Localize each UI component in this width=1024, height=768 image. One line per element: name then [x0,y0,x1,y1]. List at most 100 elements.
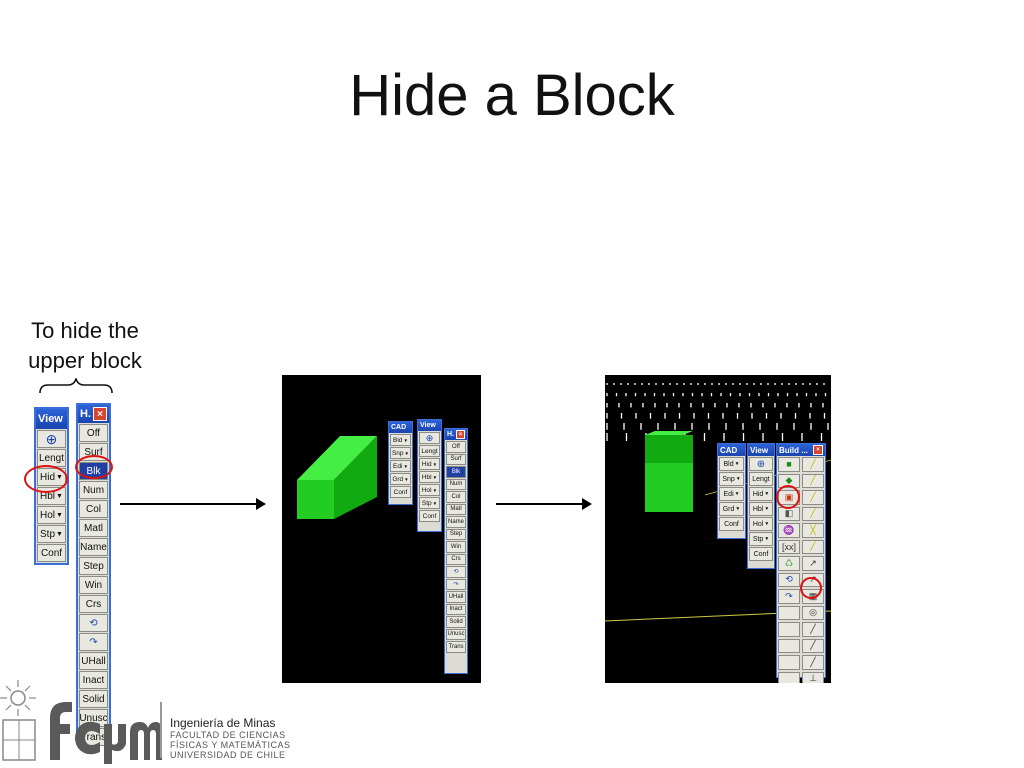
line-button[interactable]: ╱ [802,473,824,488]
toolbar-button-stp[interactable]: Stp▼ [419,497,440,509]
toolbar-button-lengt[interactable]: Lengt [749,472,773,486]
toolbar-button-bld[interactable]: Bld▼ [390,434,411,446]
toolbar-button-col[interactable]: Col [446,491,466,503]
toolbar-button-label: Col [451,493,461,500]
toolbar-button-lengt[interactable]: Lengt [419,445,440,457]
toolbar-button-edi[interactable]: Edi▼ [390,460,411,472]
zoom-target-button[interactable]: ⊕ [749,457,773,471]
toolbar-button-trans[interactable]: Trans [446,641,466,653]
redo-button[interactable]: ↷ [778,589,800,604]
toolbar-button-conf[interactable]: Conf [419,510,440,522]
line-button[interactable]: ╱ [802,622,824,637]
redo-button[interactable]: ↷ [79,633,108,651]
line-button[interactable]: ╱ [802,638,824,653]
toolbar-button-crs[interactable]: Crs [446,553,466,565]
toolbar-button-name[interactable]: Name [79,538,108,556]
zoom-target-button[interactable]: ⊕ [37,430,66,448]
axis-icon: ⊥ [809,673,817,683]
undo-button[interactable]: ⟲ [446,566,466,578]
toolbar-button-stp[interactable]: Stp▼ [37,525,66,543]
toolbar-button-num[interactable]: Num [79,481,108,499]
toolbar-button-step[interactable]: Step [446,528,466,540]
toolbar-button-edi[interactable]: Edi▼ [719,487,744,501]
toolbar-button-hid[interactable]: Hid▼ [749,487,773,501]
toolbar-button-hbl[interactable]: Hbl▼ [419,471,440,483]
line-button[interactable]: ╱ [802,539,824,554]
line-button[interactable]: ╳ [802,523,824,538]
toolbar-button-solid[interactable]: Solid [79,690,108,708]
build-toolbar-title-bar[interactable]: Build ... × [777,444,825,456]
toolbar-button-surf[interactable]: Surf [446,453,466,465]
toolbar-button-crs[interactable]: Crs [79,595,108,613]
redo-button[interactable]: ↷ [446,578,466,590]
toolbar-button-off[interactable]: Off [446,441,466,453]
close-icon[interactable]: × [456,430,465,439]
view-toolbar-title-bar[interactable]: View [418,420,441,431]
toolbar-button-win[interactable]: Win [79,576,108,594]
cad-toolbar-title-bar[interactable]: CAD [389,422,412,433]
chevron-down-icon: ▼ [735,476,741,482]
view-toolbar-title-bar[interactable]: View [36,409,67,429]
undo-button[interactable]: ⟲ [79,614,108,632]
line-button[interactable]: ╱ [802,506,824,521]
line-button[interactable]: ╱ [802,457,824,472]
toolbar-button-snp[interactable]: Snp▼ [719,472,744,486]
toolbar-button-uhall[interactable]: UHall [79,652,108,670]
toolbar-button-label: Solid [82,693,105,705]
toolbar-button-label: Win [450,543,462,550]
line-button[interactable]: ╱ [802,490,824,505]
toolbar-button-grd[interactable]: Grd▼ [719,502,744,516]
toolbar-button-name[interactable]: Name [446,516,466,528]
toolbar-button-conf[interactable]: Conf [719,517,744,531]
toolbar-button-snp[interactable]: Snp▼ [390,447,411,459]
chevron-down-icon: ▼ [764,521,770,527]
hide-toolbar-title-bar[interactable]: H. × [78,405,109,423]
toolbar-button-label: Matl [450,506,462,513]
highlight-circle-hid [24,465,68,493]
toolbar-button-solid[interactable]: Solid [446,616,466,628]
toolbar-button-matl[interactable]: Matl [79,519,108,537]
toolbar-button-inact[interactable]: Inact [79,671,108,689]
toolbar-button-win[interactable]: Win [446,541,466,553]
toolbar-button-blk[interactable]: Blk [446,466,466,478]
bracket-button[interactable]: [xx] [778,539,800,554]
toolbar-button-bld[interactable]: Bld▼ [719,457,744,471]
toolbar-button-label: Hid [752,490,764,498]
axis-button[interactable]: ⊥ [802,671,824,683]
toolbar-button-step[interactable]: Step [79,557,108,575]
target-button[interactable]: ◎ [802,605,824,620]
toolbar-button-hol[interactable]: Hol▼ [37,506,66,524]
undo-button[interactable]: ⟲ [778,572,800,587]
arc-button[interactable]: ↗ [802,556,824,571]
toolbar-button-conf[interactable]: Conf [390,486,411,498]
toolbar-button-unusc[interactable]: Unusc [446,628,466,640]
build-solid-button[interactable]: ■ [778,457,800,472]
toolbar-button-inact[interactable]: Inact [446,603,466,615]
crosshair-icon: ⊕ [425,432,434,443]
path-button[interactable]: ♒ [778,523,800,538]
toolbar-button-col[interactable]: Col [79,500,108,518]
toolbar-button-label: Surf [84,446,103,458]
close-icon[interactable]: × [813,445,823,455]
recycle-button[interactable]: ♺ [778,556,800,571]
toolbar-button-stp[interactable]: Stp▼ [749,532,773,546]
toolbar-button-matl[interactable]: Matl [446,503,466,515]
toolbar-button-conf[interactable]: Conf [749,547,773,561]
toolbar-button-hol[interactable]: Hol▼ [419,484,440,496]
toolbar-button-hol[interactable]: Hol▼ [749,517,773,531]
view-toolbar-title-bar[interactable]: View [748,444,774,456]
toolbar-button-uhall[interactable]: UHall [446,591,466,603]
toolbar-button-off[interactable]: Off [79,424,108,442]
hide-toolbar-title-bar[interactable]: H. × [445,429,467,440]
line-button[interactable]: ╱ [802,655,824,670]
cad-toolbar-title-bar[interactable]: CAD [718,444,745,456]
toolbar-button-grd[interactable]: Grd▼ [390,473,411,485]
close-icon[interactable]: × [93,407,107,421]
zoom-target-button[interactable]: ⊕ [419,432,440,444]
toolbar-button-hid[interactable]: Hid▼ [419,458,440,470]
toolbar-button-conf[interactable]: Conf [37,544,66,562]
toolbar-button-num[interactable]: Num [446,478,466,490]
toolbar-button-hbl[interactable]: Hbl▼ [749,502,773,516]
